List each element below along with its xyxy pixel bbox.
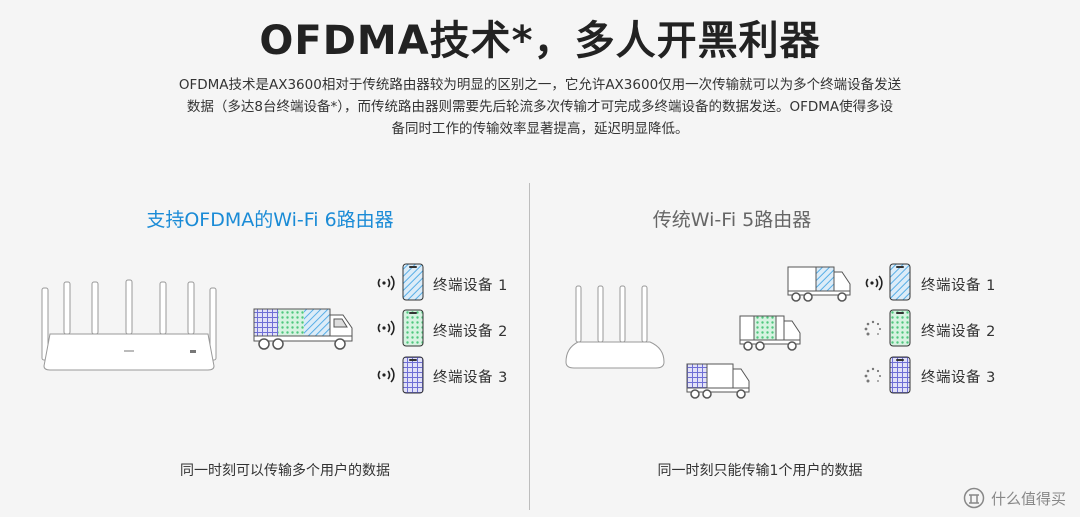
truck-icon-green	[739, 315, 801, 351]
right-panel-heading: 传统Wi-Fi 5路由器	[652, 209, 812, 231]
right-panel-caption: 同一时刻只能传输1个用户的数据	[657, 463, 863, 479]
left-panel-heading: 支持OFDMA的Wi-Fi 6路由器	[146, 209, 394, 231]
wifi-signal-icon	[377, 367, 395, 383]
description-line-2: 数据（多达8台终端设备*），而传统路由器则需要先后轮流多次传输才可完成多终端设备…	[186, 99, 894, 115]
description: OFDMA技术是AX3600相对于传统路由器较为明显的区别之一，它允许AX360…	[115, 74, 965, 140]
right-device-label-2: 终端设备 2	[921, 324, 996, 340]
wifi-signal-icon	[377, 275, 395, 291]
left-device-label-1: 终端设备 1	[433, 278, 508, 294]
watermark-text: 什么值得买	[990, 489, 1066, 508]
left-device-label-3: 终端设备 3	[433, 370, 508, 386]
wifi5-router-icon	[565, 285, 665, 369]
ofdma-truck-icon	[253, 308, 353, 350]
watermark: 什么值得买	[963, 487, 1066, 509]
truck-icon-purple	[686, 363, 750, 399]
phone-icon	[402, 356, 424, 394]
phone-icon	[402, 309, 424, 347]
left-panel-caption: 同一时刻可以传输多个用户的数据	[180, 463, 390, 479]
loading-spinner-icon	[864, 320, 881, 336]
wifi-signal-icon	[377, 320, 395, 336]
page-title: OFDMA技术*，多人开黑利器	[259, 18, 821, 64]
truck-icon-blue	[787, 266, 851, 302]
description-line-3: 备同时工作的传输效率显著提高，延迟明显降低。	[391, 121, 689, 137]
phone-icon	[889, 309, 911, 347]
wifi-signal-icon	[865, 275, 883, 291]
phone-icon	[889, 356, 911, 394]
smzdm-logo-icon	[963, 487, 985, 509]
loading-spinner-icon	[864, 367, 881, 383]
phone-icon	[402, 263, 424, 301]
panel-divider	[529, 183, 530, 510]
right-device-label-3: 终端设备 3	[921, 370, 996, 386]
right-device-label-1: 终端设备 1	[921, 278, 996, 294]
wifi6-router-icon	[41, 279, 217, 371]
left-device-label-2: 终端设备 2	[433, 324, 508, 340]
phone-icon	[889, 263, 911, 301]
description-line-1: OFDMA技术是AX3600相对于传统路由器较为明显的区别之一，它允许AX360…	[178, 77, 902, 93]
